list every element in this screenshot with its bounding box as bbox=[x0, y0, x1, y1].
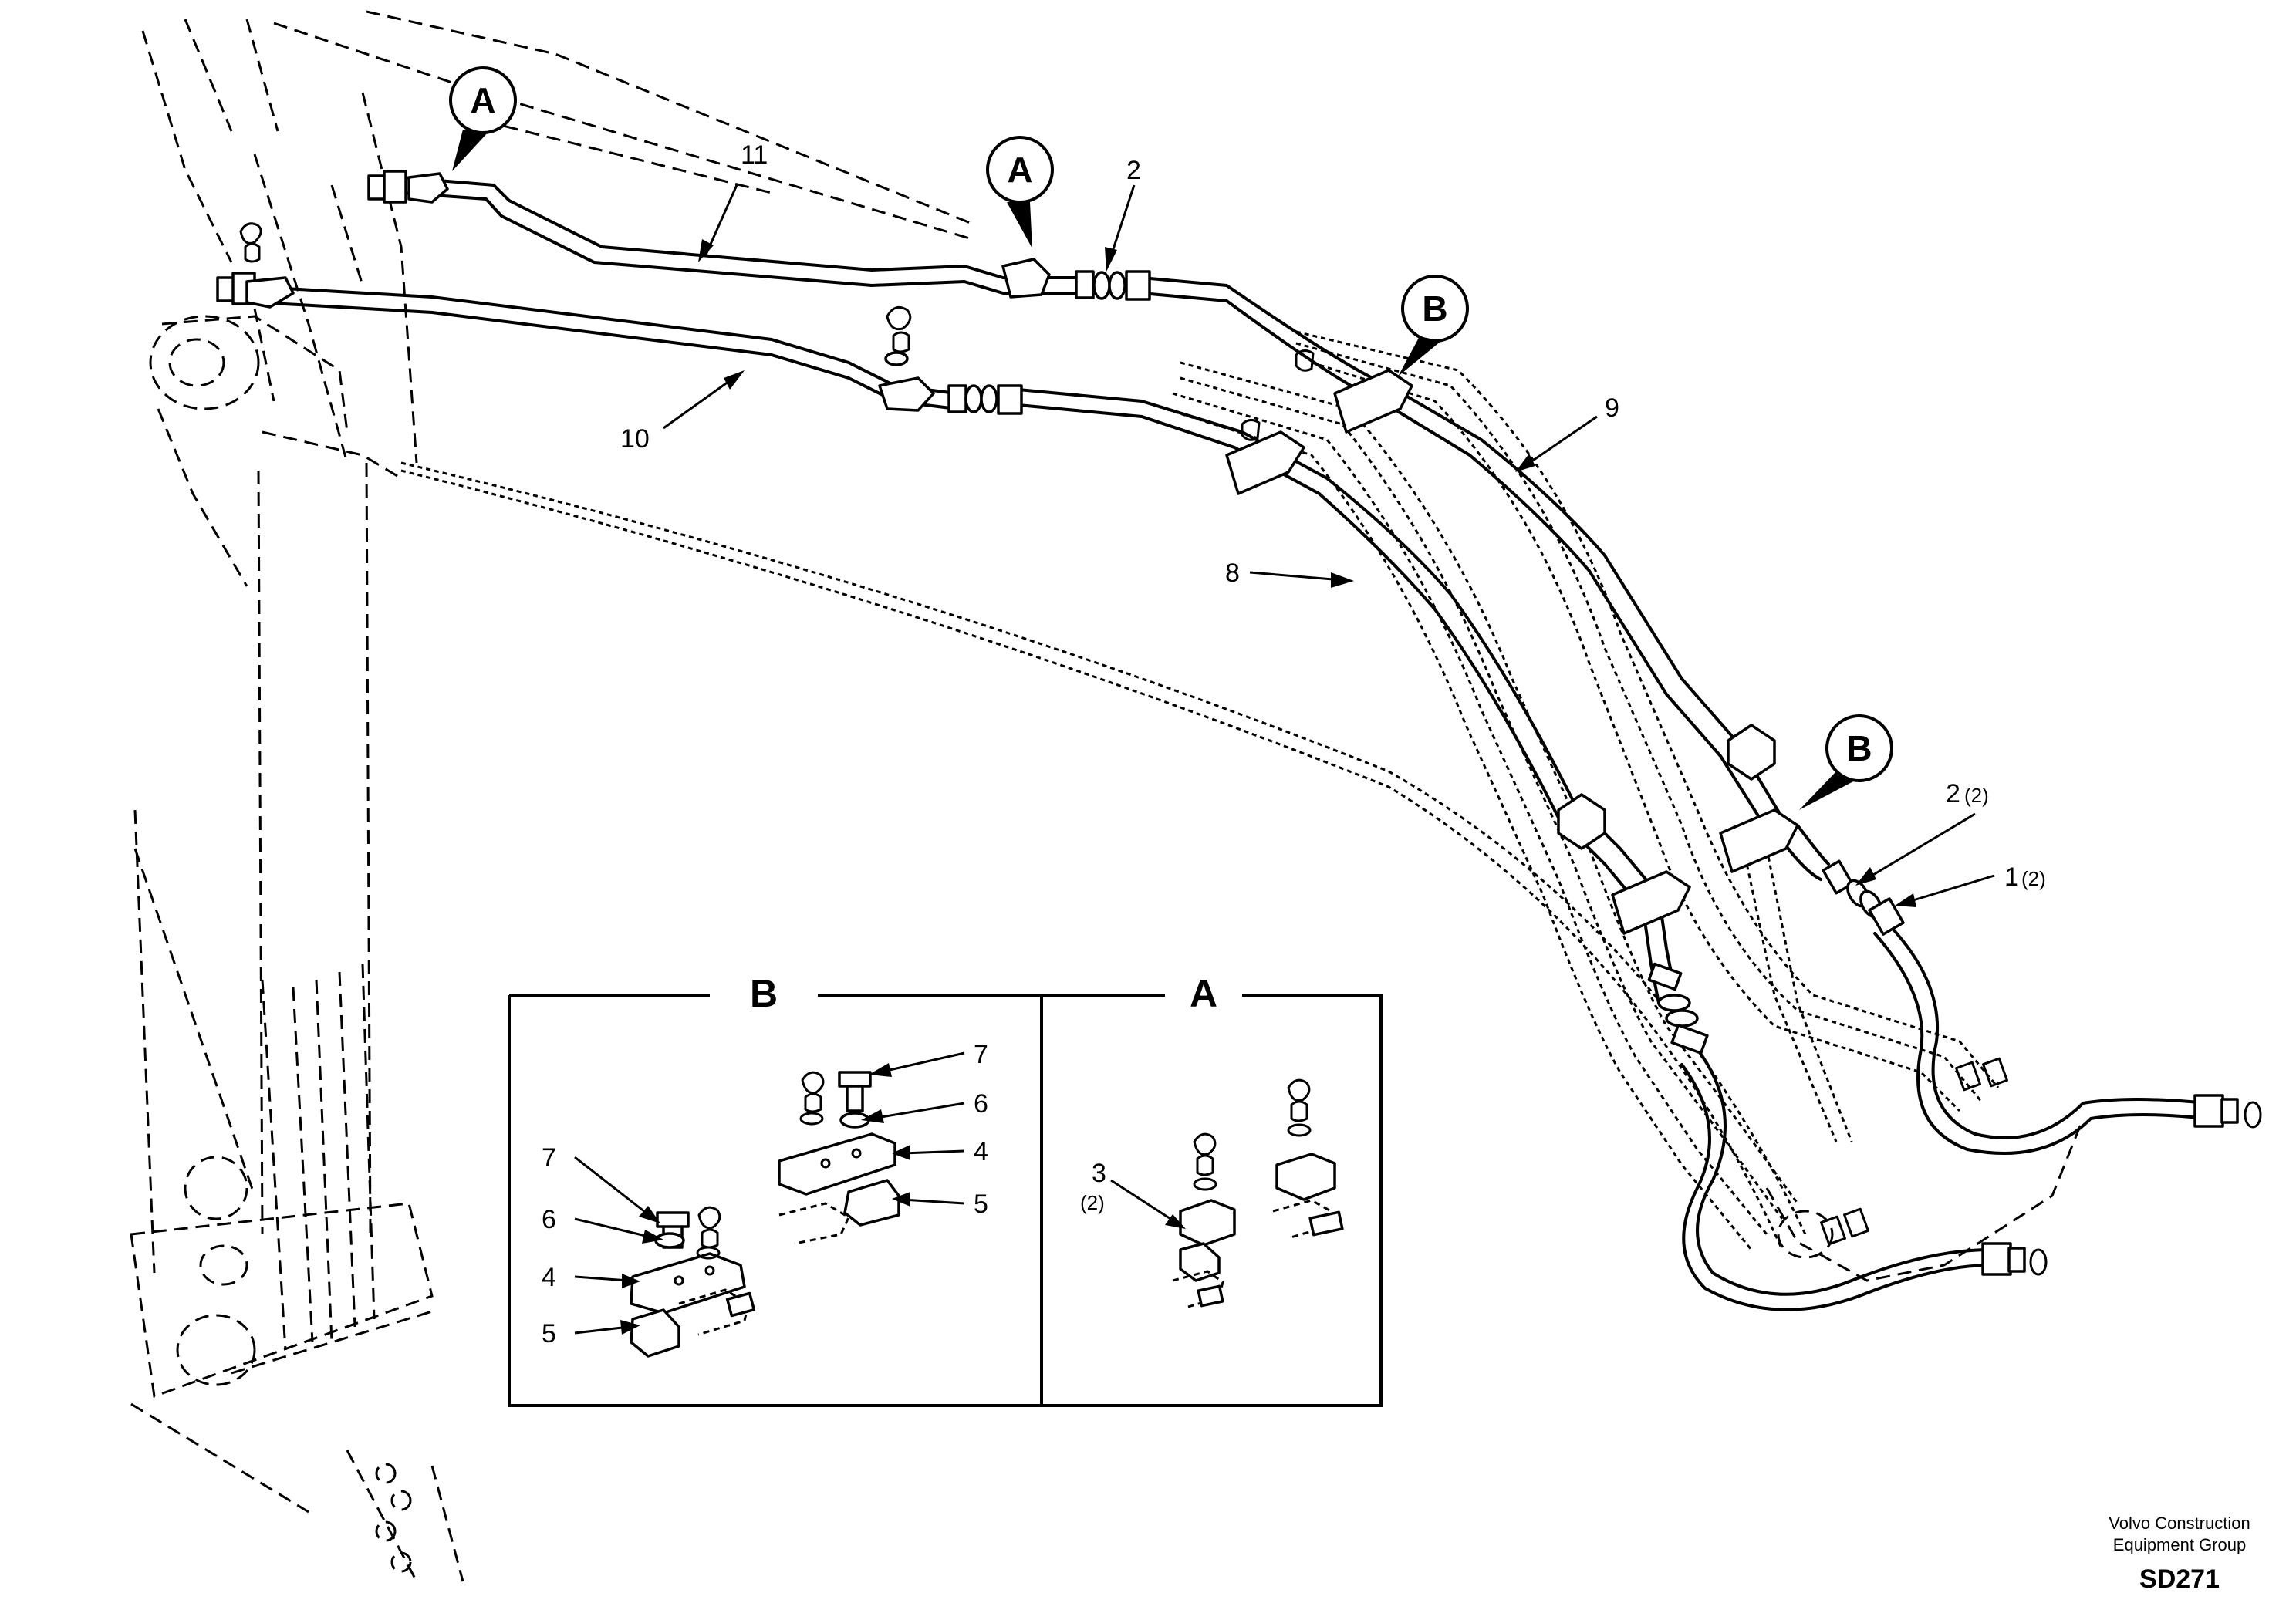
callout-9: 9 bbox=[1515, 393, 1619, 472]
callout-quantity: (2) bbox=[1964, 784, 1989, 807]
detail-box-b: B 7 6 bbox=[508, 972, 1043, 1407]
pipe-8 bbox=[1017, 388, 1992, 1311]
callout-1-qty: 1 (2) bbox=[1895, 862, 2046, 907]
callout-label: 11 bbox=[741, 140, 768, 170]
callout-label: 5 bbox=[542, 1319, 556, 1348]
callout-label: 4 bbox=[542, 1263, 556, 1292]
callout-label: 9 bbox=[1605, 393, 1619, 423]
callout-10: 10 bbox=[620, 370, 745, 454]
callout-5-lower: 5 bbox=[542, 1319, 640, 1348]
callout-label: 7 bbox=[974, 1040, 988, 1069]
reference-marker-b-lower: B bbox=[1799, 714, 1893, 810]
reference-label-a: A bbox=[1007, 150, 1032, 190]
reference-label-b: B bbox=[1422, 289, 1447, 329]
reference-marker-a-left: A bbox=[449, 66, 517, 171]
boom-outline-dashed bbox=[130, 10, 2085, 1582]
callout-label: 3 bbox=[1092, 1159, 1106, 1188]
callout-label: 4 bbox=[974, 1137, 988, 1166]
callout-label: 6 bbox=[542, 1205, 556, 1234]
callout-6-lower: 6 bbox=[542, 1205, 663, 1244]
reference-label-b: B bbox=[1846, 728, 1872, 768]
callout-label: 5 bbox=[974, 1190, 988, 1219]
callout-7-upper: 7 bbox=[869, 1040, 988, 1077]
pipe-9 bbox=[1140, 276, 2208, 1155]
callout-3-qty: 3 (2) bbox=[1080, 1159, 1186, 1229]
callout-label: 8 bbox=[1225, 559, 1240, 588]
callout-label: 2 bbox=[1126, 156, 1141, 185]
callout-label: 10 bbox=[620, 424, 650, 454]
pipe-11 bbox=[400, 176, 1082, 295]
detail-box-a: A 3 (2) bbox=[1040, 972, 1383, 1407]
callout-4-lower: 4 bbox=[542, 1263, 640, 1292]
callout-7-lower: 7 bbox=[542, 1143, 660, 1223]
callout-6-upper: 6 bbox=[861, 1089, 988, 1123]
reference-marker-a-mid: A bbox=[986, 136, 1054, 248]
background-lines-dashed bbox=[1164, 330, 2008, 1250]
credit-line-2: Equipment Group bbox=[2113, 1535, 2246, 1554]
credit-line-1: Volvo Construction bbox=[2109, 1514, 2250, 1533]
callout-4-upper: 4 bbox=[892, 1137, 988, 1166]
callout-2-upper: 2 bbox=[1105, 156, 1141, 272]
callout-8: 8 bbox=[1225, 559, 1354, 588]
callout-quantity: (2) bbox=[2021, 867, 2046, 890]
callout-2-qty: 2 (2) bbox=[1855, 779, 1989, 886]
detail-box-title: B bbox=[750, 972, 778, 1015]
credit-block: Volvo Construction Equipment Group SD271 bbox=[2109, 1514, 2250, 1594]
drawing-code: SD271 bbox=[2139, 1564, 2220, 1594]
callout-label: 1 bbox=[2004, 862, 2019, 892]
fittings bbox=[216, 170, 2262, 1276]
pipe-10 bbox=[230, 284, 958, 410]
detail-box-title: A bbox=[1190, 972, 1217, 1015]
callout-label: 7 bbox=[542, 1143, 556, 1173]
callout-label: 2 bbox=[1946, 779, 1960, 808]
reference-marker-b-upper: B bbox=[1398, 275, 1469, 376]
callout-quantity: (2) bbox=[1080, 1191, 1105, 1214]
reference-label-a: A bbox=[470, 80, 495, 120]
callout-5-upper: 5 bbox=[892, 1190, 988, 1219]
callout-label: 6 bbox=[974, 1089, 988, 1119]
callout-11: 11 bbox=[698, 140, 768, 262]
